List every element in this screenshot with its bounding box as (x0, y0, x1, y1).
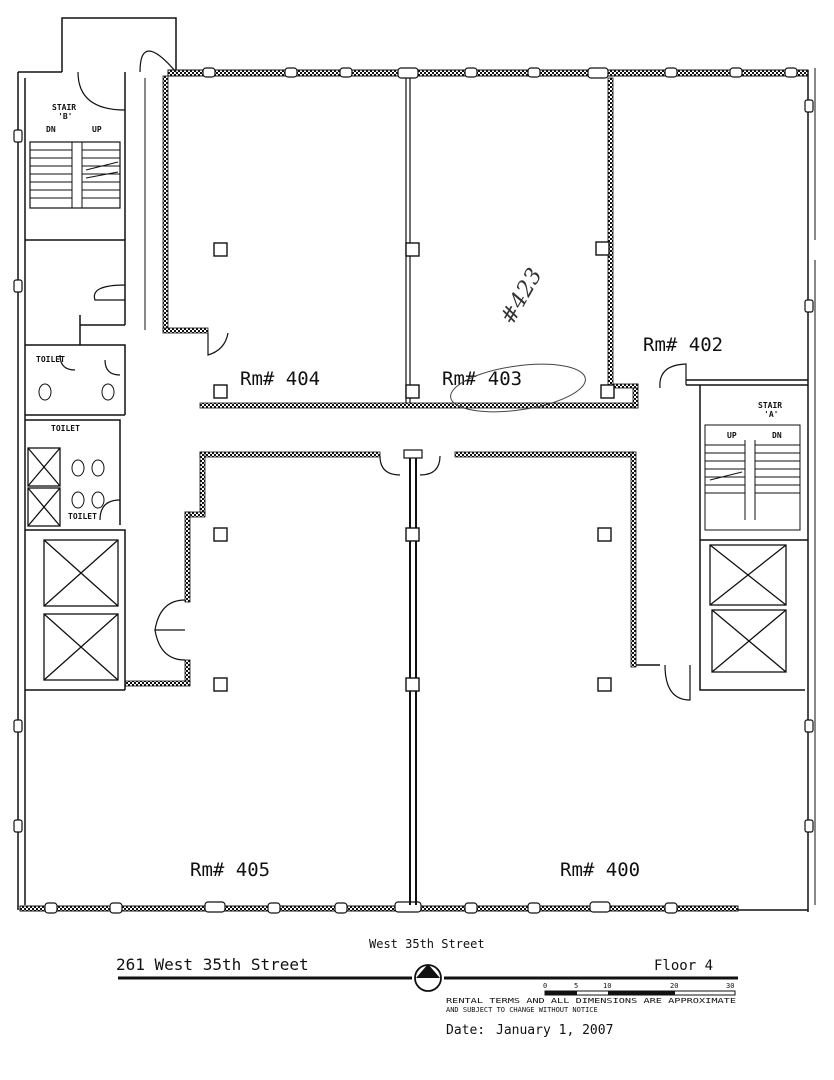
stair-a-up: UP (727, 431, 737, 440)
north-arrow-icon (414, 964, 442, 992)
room-400-label: Rm# 400 (560, 859, 640, 881)
date-label: Date: (446, 1023, 485, 1038)
room-402-label: Rm# 402 (643, 334, 723, 356)
address-label: 261 West 35th Street (116, 955, 309, 974)
street-top-label: West 35th Street (369, 937, 485, 951)
room-403-label: Rm# 403 (442, 368, 522, 390)
elevators (27, 447, 787, 681)
room-labels: Rm# 404 Rm# 403 Rm# 402 Rm# 405 Rm# 400 (190, 334, 723, 881)
toilet-labels: TOILET TOILET TOILET (36, 355, 97, 521)
columns (213, 241, 615, 692)
handwritten-circle (450, 363, 586, 413)
disclaimer-line-1: RENTAL TERMS AND ALL DIMENSIONS ARE APPR… (446, 997, 736, 1005)
floor-label: Floor 4 (654, 958, 713, 974)
doors (59, 50, 691, 701)
toilet-label-1: TOILET (36, 355, 65, 364)
stair-a (705, 440, 800, 520)
stair-b-sub: 'B' (58, 112, 72, 121)
handwritten-room-note: #423 (496, 264, 548, 329)
scale-5: 5 (574, 982, 578, 990)
scale-0: 0 (543, 982, 547, 990)
partition-walls (25, 72, 808, 905)
window-piers (13, 67, 814, 914)
date-value: January 1, 2007 (496, 1023, 613, 1038)
stair-b-title: STAIR (52, 103, 76, 112)
scale-30: 30 (726, 982, 734, 990)
title-block: West 35th Street 261 West 35th Street Fl… (116, 937, 738, 1038)
stair-labels: STAIR 'B' DN UP STAIR 'A' UP DN (46, 103, 782, 440)
stair-b-up: UP (92, 125, 102, 134)
stair-a-title: STAIR (758, 401, 782, 410)
stair-a-sub: 'A' (764, 410, 778, 419)
stair-b (29, 141, 121, 209)
toilet-label-2: TOILET (51, 424, 80, 433)
exterior-walls (17, 17, 816, 912)
scale-20: 20 (670, 982, 678, 990)
stair-a-dn: DN (772, 431, 782, 440)
room-405-label: Rm# 405 (190, 859, 270, 881)
scale-bar: 0 5 10 20 30 (543, 982, 736, 996)
scale-10: 10 (603, 982, 611, 990)
stair-b-dn: DN (46, 125, 56, 134)
disclaimer-line-2: AND SUBJECT TO CHANGE WITHOUT NOTICE (446, 1006, 598, 1014)
toilet-label-3: TOILET (68, 512, 97, 521)
toilet-fixtures (38, 383, 115, 509)
room-404-label: Rm# 404 (240, 368, 320, 390)
